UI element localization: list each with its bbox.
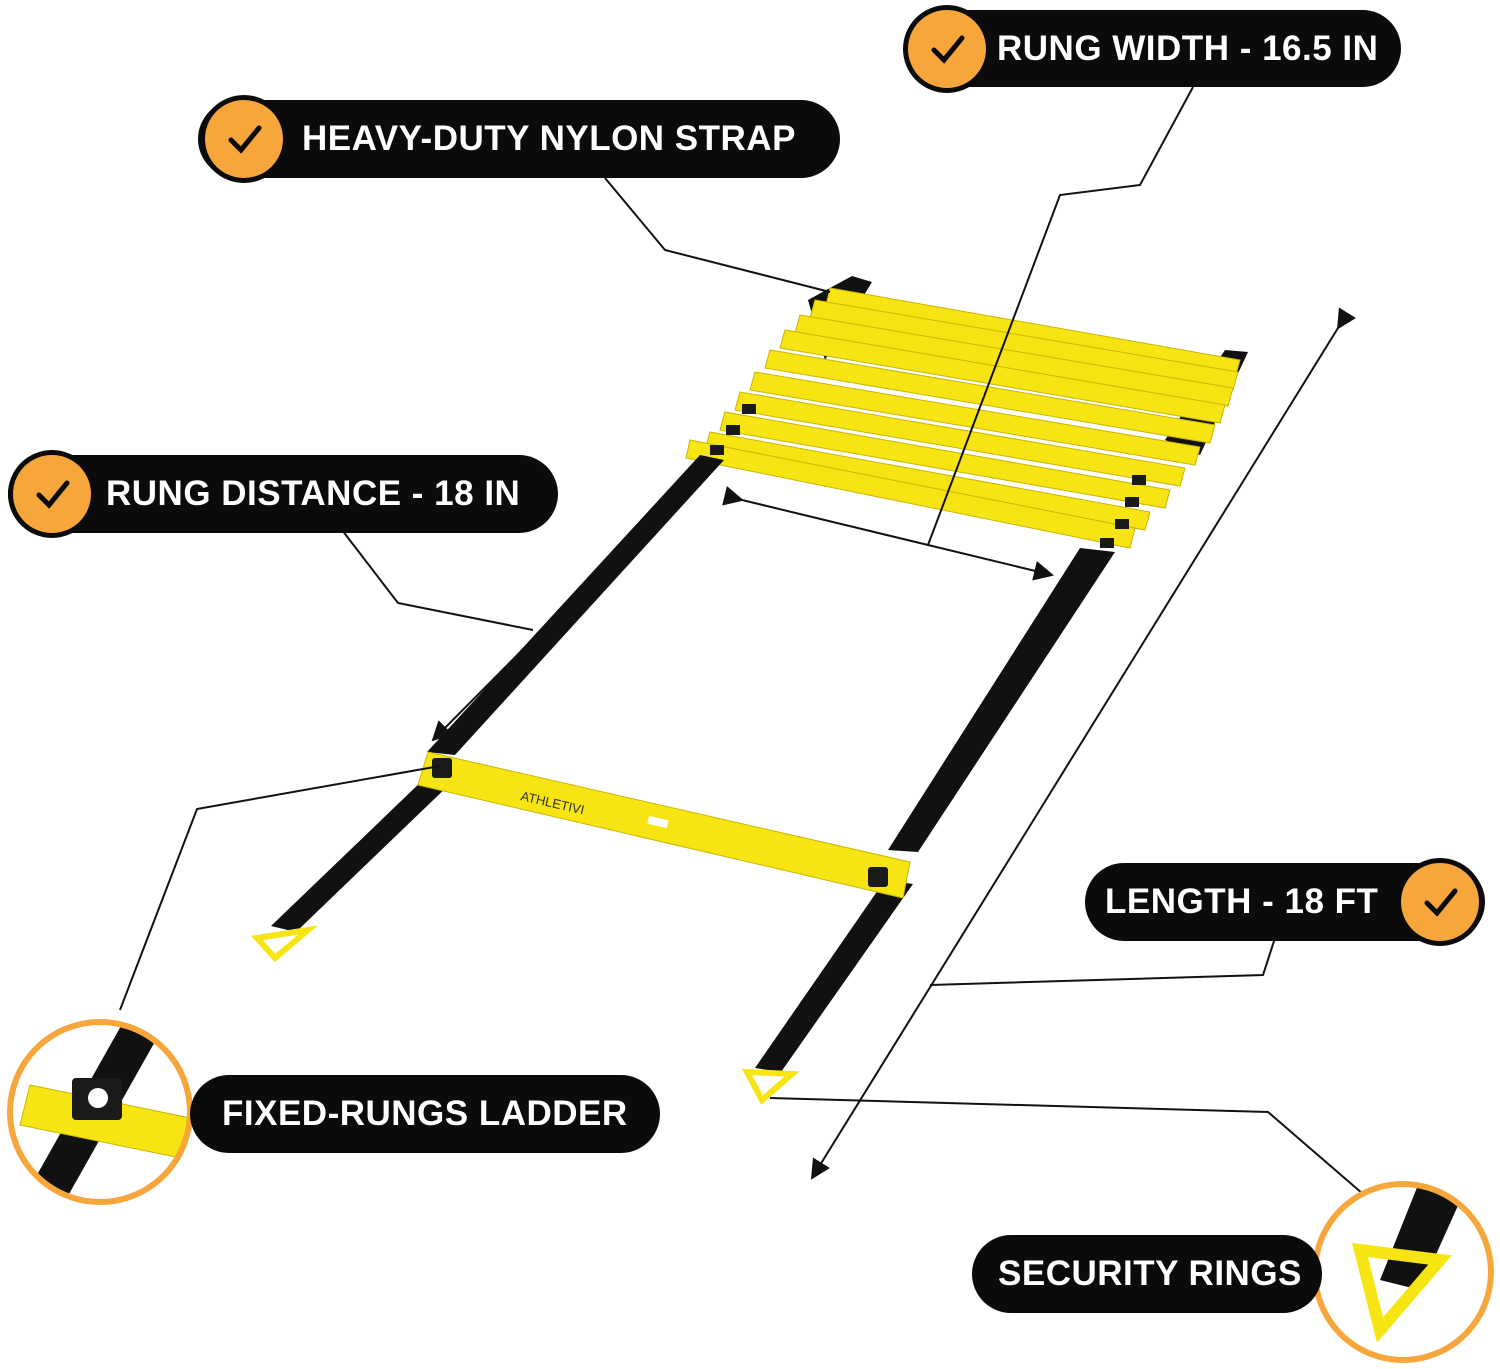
leader-lines bbox=[119, 86, 1371, 1201]
zoom-detail-security-ring bbox=[1312, 1181, 1494, 1363]
check-icon bbox=[1396, 858, 1484, 946]
callout-nylon-strap: HEAVY-DUTY NYLON STRAP bbox=[198, 100, 840, 178]
callout-security-rings: SECURITY RINGS bbox=[972, 1235, 1322, 1313]
rung-distance-label: RUNG DISTANCE - 18 IN bbox=[106, 474, 521, 513]
check-icon bbox=[903, 5, 991, 93]
security-rings-label: SECURITY RINGS bbox=[998, 1254, 1302, 1293]
length-label: LENGTH - 18 FT bbox=[1105, 882, 1379, 921]
zoom-detail-fixed-rung bbox=[7, 1019, 193, 1205]
callout-rung-distance: RUNG DISTANCE - 18 IN bbox=[8, 455, 558, 533]
flat-rung: ATHLETIVI bbox=[417, 751, 911, 899]
check-icon bbox=[8, 450, 96, 538]
nylon-straps bbox=[271, 455, 1115, 1072]
rung-width-label: RUNG WIDTH - 16.5 IN bbox=[997, 28, 1379, 68]
callout-fixed-rungs: FIXED-RUNGS LADDER bbox=[190, 1075, 660, 1153]
measurement-arrows bbox=[431, 307, 1356, 1180]
fixed-rungs-label: FIXED-RUNGS LADDER bbox=[222, 1094, 628, 1133]
security-rings bbox=[251, 925, 800, 1105]
strap-label: HEAVY-DUTY NYLON STRAP bbox=[302, 119, 796, 158]
check-icon bbox=[200, 95, 288, 183]
